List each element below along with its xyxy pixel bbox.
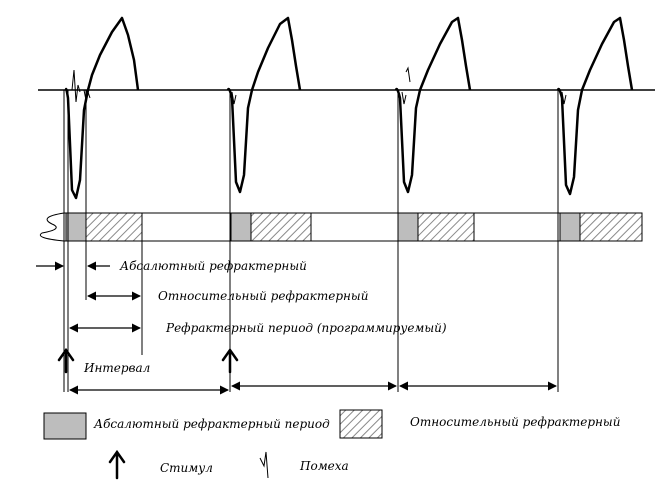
relative-refractory-label: Относительный рефрактерный: [158, 289, 368, 303]
legend: Абсалютный рефрактерный период Относител…: [43, 409, 620, 480]
absolute-segment: [230, 212, 252, 242]
relative-segment: [417, 212, 475, 242]
ecg-fine-trace: [71, 66, 567, 105]
legend-absolute-swatch: [43, 412, 87, 440]
up-arrow-icon: [57, 347, 75, 374]
noise-spike-icon: [259, 451, 269, 479]
refractory-period-label: Рефрактерный период (программируемый): [165, 321, 447, 335]
guide-lines: [63, 90, 559, 392]
legend-relative-label: Относительный рефрактерный: [410, 415, 620, 429]
legend-absolute-label: Абсалютный рефрактерный период: [93, 417, 330, 431]
relative-segment: [579, 212, 643, 242]
legend-stimulus-label: Стимул: [160, 461, 213, 475]
relative-segment: [85, 212, 143, 242]
legend-noise-label: Помеха: [299, 459, 349, 473]
interval-label: Интервал: [83, 361, 150, 375]
absolute-refractory-label: Абсалютный рефрактерный: [119, 259, 307, 273]
up-arrow-icon: [221, 347, 239, 374]
absolute-segment: [65, 212, 87, 242]
relative-segment: [250, 212, 312, 242]
up-arrow-icon: [108, 449, 126, 480]
stimulus-arrows: [57, 347, 239, 374]
legend-relative-swatch: [339, 409, 383, 439]
dimension-arrows: [36, 261, 557, 395]
absolute-segment: [397, 212, 419, 242]
absolute-segment: [559, 212, 581, 242]
ecg-waveform: [64, 16, 634, 200]
refractory-bar: [39, 212, 643, 242]
